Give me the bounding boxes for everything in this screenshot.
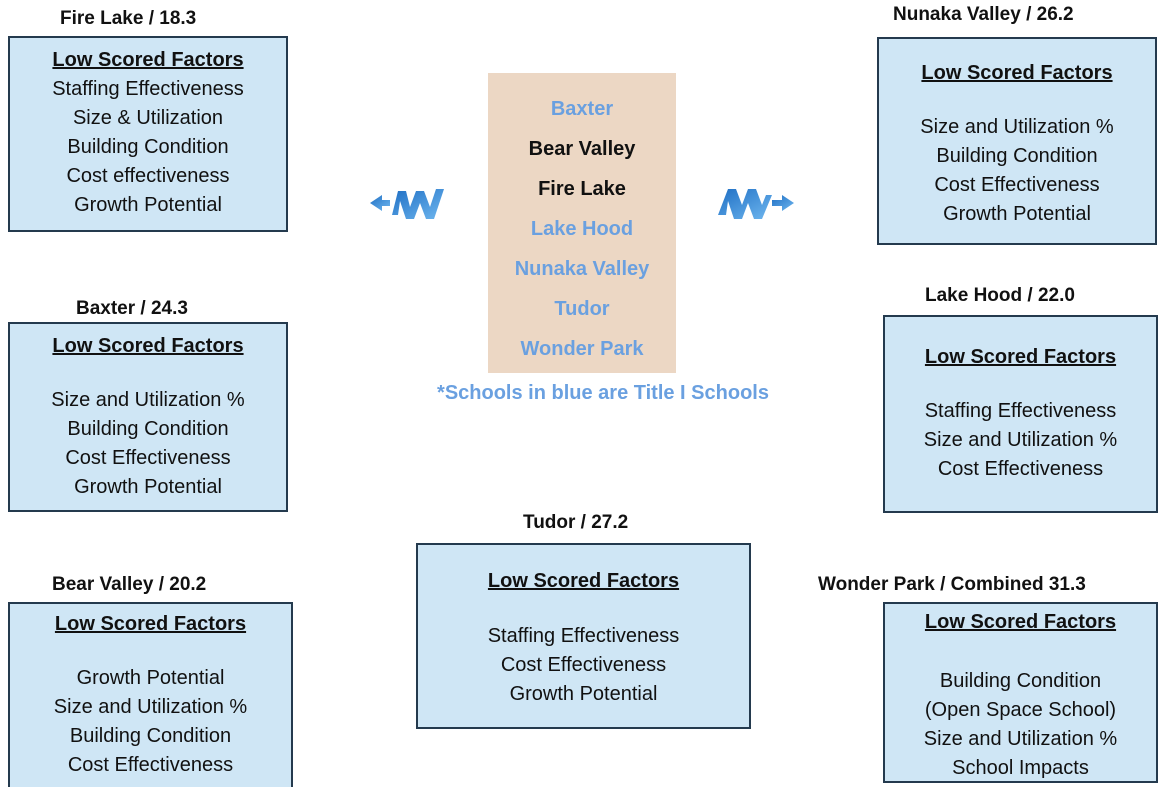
schools-list: Baxter Bear Valley Fire Lake Lake Hood N… xyxy=(488,73,676,373)
fire-lake-title: Fire Lake / 18.3 xyxy=(60,8,197,29)
schools-list-item: Bear Valley xyxy=(528,138,636,160)
arrow-left-icon xyxy=(370,189,444,219)
lake-hood-heading: Low Scored Factors xyxy=(924,346,1117,368)
lake-hood-card: Low Scored Factors Staffing Effectivenes… xyxy=(883,315,1158,513)
bear-valley-factor: Growth Potential xyxy=(76,667,225,689)
tudor-factor: Staffing Effectiveness xyxy=(487,625,680,647)
baxter-title: Baxter / 24.3 xyxy=(76,298,188,319)
bear-valley-factor: Cost Effectiveness xyxy=(67,754,234,776)
tudor-factor: Cost Effectiveness xyxy=(500,654,667,676)
nunaka-valley-factor: Size and Utilization % xyxy=(920,116,1114,138)
nunaka-valley-heading: Low Scored Factors xyxy=(921,62,1113,84)
bear-valley-factor: Size and Utilization % xyxy=(53,696,248,718)
wonder-park-factor: (Open Space School) xyxy=(924,699,1117,721)
fire-lake-factor: Size & Utilization xyxy=(72,107,224,129)
fire-lake-factor: Building Condition xyxy=(67,136,229,158)
wonder-park-heading: Low Scored Factors xyxy=(924,611,1117,633)
nunaka-valley-title: Nunaka Valley / 26.2 xyxy=(893,4,1074,25)
baxter-heading: Low Scored Factors xyxy=(52,335,244,357)
schools-list-item: Nunaka Valley xyxy=(514,258,650,280)
schools-list-item: Tudor xyxy=(554,298,610,320)
tudor-title: Tudor / 27.2 xyxy=(523,512,629,533)
schools-list-item: Wonder Park xyxy=(520,338,644,360)
tudor-heading: Low Scored Factors xyxy=(487,570,680,592)
lake-hood-factor: Cost Effectiveness xyxy=(937,458,1104,480)
wonder-park-title: Wonder Park / Combined 31.3 xyxy=(818,574,1086,595)
baxter-card: Low Scored Factors Size and Utilization … xyxy=(8,322,288,512)
bear-valley-title: Bear Valley / 20.2 xyxy=(52,574,207,595)
title-one-note: *Schools in blue are Title I Schools xyxy=(437,382,769,404)
bear-valley-heading: Low Scored Factors xyxy=(54,613,247,635)
lake-hood-factor: Size and Utilization % xyxy=(923,429,1118,451)
fire-lake-factor: Staffing Effectiveness xyxy=(52,78,244,100)
schools-list-item: Fire Lake xyxy=(538,178,626,200)
fire-lake-card: Low Scored Factors Staffing Effectivenes… xyxy=(8,36,288,232)
arrow-right-icon xyxy=(718,189,794,219)
lake-hood-factor: Staffing Effectiveness xyxy=(924,400,1117,422)
wonder-park-factor: Building Condition xyxy=(939,670,1102,692)
nunaka-valley-factor: Building Condition xyxy=(936,145,1098,167)
wonder-park-factor: Size and Utilization % xyxy=(923,728,1118,750)
wonder-park-factor: School Impacts xyxy=(952,757,1089,779)
schools-list-item: Baxter xyxy=(550,98,614,120)
wonder-park-card: Low Scored Factors Building Condition (O… xyxy=(883,602,1158,783)
tudor-card: Low Scored Factors Staffing Effectivenes… xyxy=(416,543,751,729)
fire-lake-factor: Cost effectiveness xyxy=(66,165,230,187)
baxter-factor: Cost Effectiveness xyxy=(65,447,231,469)
bear-valley-factor: Building Condition xyxy=(69,725,232,747)
nunaka-valley-factor: Cost Effectiveness xyxy=(934,174,1100,196)
fire-lake-heading: Low Scored Factors xyxy=(52,49,244,71)
lake-hood-title: Lake Hood / 22.0 xyxy=(925,285,1075,306)
nunaka-valley-card: Low Scored Factors Size and Utilization … xyxy=(877,37,1157,245)
baxter-factor: Building Condition xyxy=(67,418,229,440)
schools-list-item: Lake Hood xyxy=(530,218,634,240)
tudor-factor: Growth Potential xyxy=(509,683,658,705)
baxter-factor: Size and Utilization % xyxy=(51,389,245,411)
bear-valley-card: Low Scored Factors Growth Potential Size… xyxy=(8,602,293,787)
nunaka-valley-factor: Growth Potential xyxy=(943,203,1091,225)
fire-lake-factor: Growth Potential xyxy=(74,194,222,216)
baxter-factor: Growth Potential xyxy=(74,476,222,498)
